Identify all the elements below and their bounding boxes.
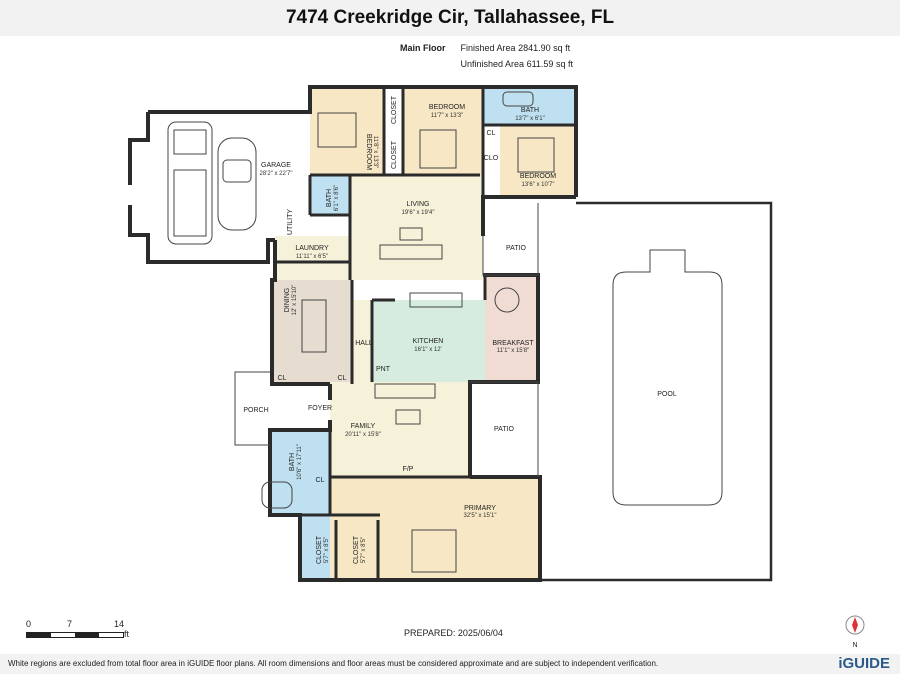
room-name: BATH	[521, 107, 539, 114]
hall-label: HALL	[355, 340, 373, 347]
bathtub-icon	[261, 481, 293, 509]
porch-outline	[234, 371, 270, 446]
scale-unit: ft	[124, 629, 130, 639]
closet-a-area	[300, 515, 335, 580]
room-dim: 11'8" x 13'3"	[372, 136, 378, 168]
unfinished-value: 611.59 sq ft	[526, 59, 573, 69]
bedroom-2-area	[403, 87, 483, 175]
footer: White regions are excluded from total fl…	[0, 654, 900, 674]
room-name: GARAGE	[261, 162, 291, 169]
patio-1-outline	[482, 203, 539, 276]
hall-area	[352, 300, 372, 384]
scale-mark: 14	[114, 619, 125, 629]
room-dim: 19'6" x 19'4"	[402, 210, 435, 216]
bedroom-3-area	[500, 125, 576, 195]
cl-label: CL	[487, 130, 496, 137]
room-dim: 10'6" x 17'11"	[297, 444, 303, 480]
bath-2-area	[310, 175, 350, 215]
room-name: BEDROOM	[520, 173, 556, 180]
laundry-area	[275, 236, 350, 280]
patio-label: PATIO	[494, 426, 515, 433]
disclaimer: White regions are excluded from total fl…	[8, 659, 659, 668]
room-dim: 11'7" x 13'3"	[431, 113, 463, 119]
room-name: PRIMARY	[464, 505, 496, 512]
room-dim: 11'11" x 6'5"	[296, 254, 328, 260]
room-name: CLOSET	[316, 535, 323, 564]
pantry-label: PNT	[376, 366, 391, 373]
prepared-date: PREPARED: 2025/06/04	[404, 628, 503, 638]
bed-icon	[317, 112, 357, 148]
garage-cars	[167, 121, 257, 245]
floor-area-info: Main Floor Finished Area 2841.90 sq ft U…	[400, 40, 573, 72]
coffee-table-icon	[395, 409, 421, 425]
floor-plan: GARAGE 28'2" x 22'7" BEDROOM 11'8" x 13'…	[128, 85, 865, 649]
room-dim: 13'7" x 6'1"	[515, 116, 545, 122]
cl-label: CL	[338, 375, 347, 382]
kitchen-area	[372, 300, 485, 382]
patio-2-outline	[470, 381, 539, 477]
cl-label: CL	[278, 375, 287, 382]
room-name: FAMILY	[351, 423, 376, 430]
cl-label: CL	[316, 477, 325, 484]
closet-label: CLOSET	[391, 95, 398, 124]
room-name: BEDROOM	[429, 104, 465, 111]
room-name: LIVING	[407, 201, 430, 208]
finished-label: Finished Area	[460, 43, 516, 53]
room-name: LAUNDRY	[295, 245, 329, 252]
foyer-label: FOYER	[308, 405, 332, 412]
sofa-icon	[374, 383, 436, 399]
breakfast-area	[485, 275, 538, 383]
breakfast-table-icon	[494, 287, 520, 313]
room-dim: 5'7" x 8'5"	[324, 537, 330, 563]
dining-area	[272, 280, 352, 384]
room-dim: 28'2" x 22'7"	[260, 171, 293, 177]
room-dim: 20'11" x 15'8"	[345, 432, 381, 438]
room-name: BATH	[326, 189, 333, 207]
room-dim: 6'1" x 8'6"	[334, 185, 340, 211]
primary-area	[330, 477, 540, 580]
floor-name: Main Floor	[400, 43, 446, 53]
room-name: CLOSET	[353, 535, 360, 564]
patio-label: PATIO	[506, 245, 527, 252]
room-name: DINING	[284, 288, 291, 313]
room-dim: 32'5" x 15'1"	[464, 513, 497, 519]
fireplace-label: F/P	[403, 466, 414, 473]
utility-label: UTILITY	[287, 209, 294, 235]
scale-mark: 7	[67, 619, 73, 629]
bed-icon	[419, 129, 457, 169]
room-name: KITCHEN	[413, 338, 444, 345]
porch-label: PORCH	[243, 407, 268, 414]
finished-value: 2841.90 sq ft	[518, 43, 571, 53]
room-name: BATH	[289, 453, 296, 471]
bedroom-1-area	[310, 87, 384, 175]
room-dim: 5'7" x 8'5"	[361, 537, 367, 563]
interior-walls	[275, 87, 576, 580]
coffee-table-icon	[399, 227, 423, 241]
bathtub-icon	[502, 91, 534, 107]
bed-icon	[411, 529, 457, 573]
sofa-icon	[379, 244, 443, 260]
title-bar: 7474 Creekridge Cir, Tallahassee, FL	[0, 0, 900, 36]
closet-label: CLOSET	[391, 140, 398, 169]
pool-label: POOL	[657, 391, 677, 398]
room-dim: 16'1" x 12'	[414, 347, 441, 353]
kitchen-island-icon	[409, 292, 463, 308]
clo-label: CLO	[484, 155, 499, 162]
scale-mark: 0	[26, 619, 32, 629]
dining-table-icon	[301, 299, 327, 353]
scale-graphic	[26, 632, 124, 638]
room-dim: 12' x 15'10"	[292, 285, 298, 316]
room-dim: 11'1" x 15'8"	[497, 348, 529, 354]
page-title: 7474 Creekridge Cir, Tallahassee, FL	[285, 7, 615, 28]
room-name: BEDROOM	[365, 134, 372, 170]
compass-label: N	[852, 642, 857, 649]
room-name: BREAKFAST	[492, 340, 534, 347]
room-labels: GARAGE 28'2" x 22'7" BEDROOM 11'8" x 13'…	[243, 95, 676, 564]
bed-icon	[517, 137, 555, 173]
room-dim: 13'6" x 10'7"	[522, 182, 555, 188]
compass-icon: N	[845, 615, 865, 649]
pool	[540, 201, 773, 582]
unfinished-label: Unfinished Area	[460, 59, 525, 69]
brand-logo: iGUIDE	[838, 655, 890, 672]
